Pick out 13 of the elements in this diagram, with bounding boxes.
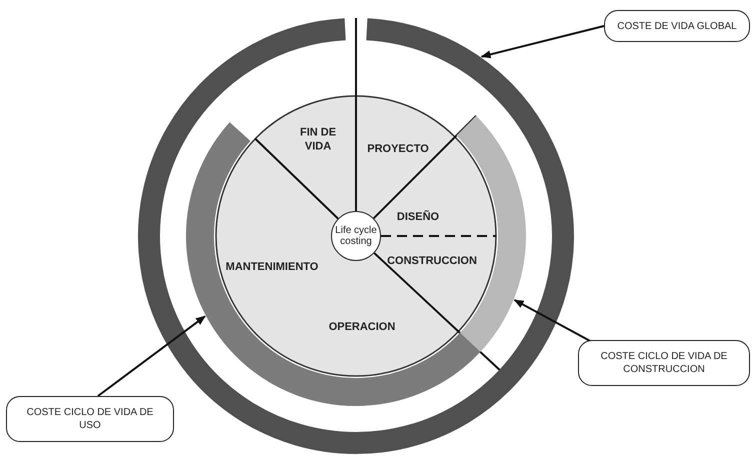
sector-label: FIN DE VIDA	[292, 126, 344, 154]
sector-label: OPERACION	[328, 321, 396, 335]
outer-ring	[138, 18, 574, 454]
leader-arrow	[480, 25, 604, 58]
leader-arrow	[514, 299, 592, 343]
callout-label: COSTE CICLO DE VIDA DE USO	[6, 396, 174, 442]
callout-label: COSTE CICLO DE VIDA DE CONSTRUCCION	[578, 340, 750, 386]
sector-label: DISEÑO	[396, 211, 440, 225]
leader-arrow	[97, 315, 206, 397]
sector-label: MANTENIMIENTO	[226, 261, 318, 275]
callout-label: COSTE DE VIDA GLOBAL	[604, 10, 750, 42]
sector-label: CONSTRUCCION	[387, 255, 477, 269]
sector-label: PROYECTO	[367, 143, 429, 157]
